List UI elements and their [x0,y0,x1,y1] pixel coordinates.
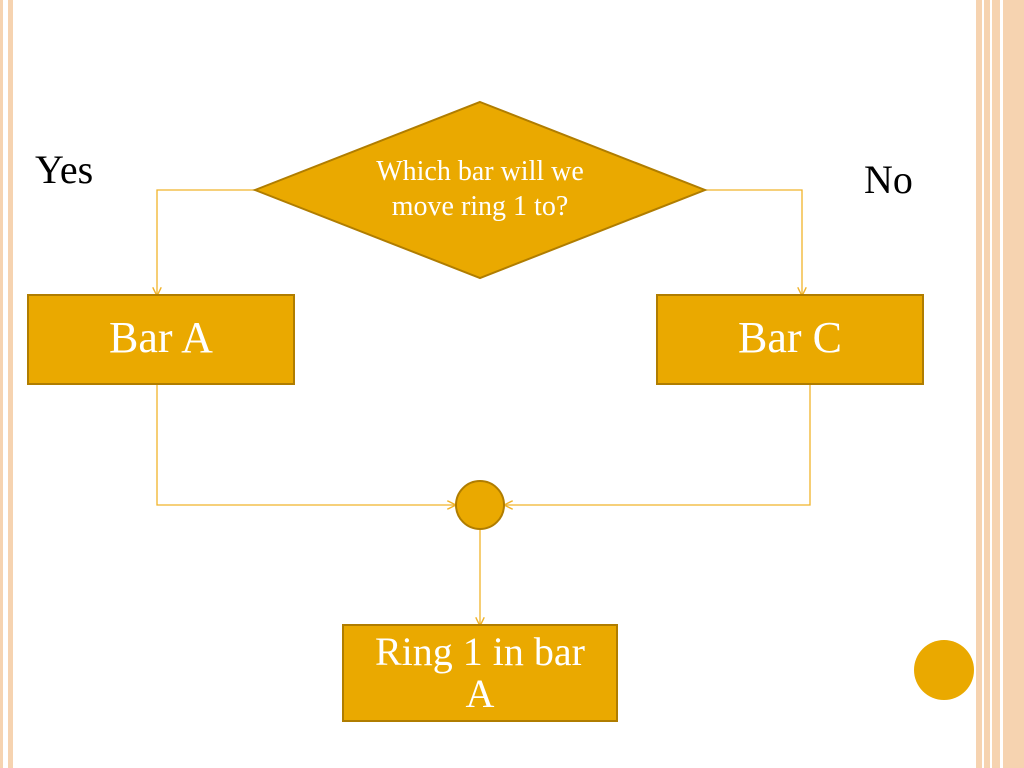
yes-label: Yes [35,147,94,192]
bar-a-box [27,294,295,385]
result-box [342,624,618,722]
decorative-circle [914,640,974,700]
bar-c-box [656,294,924,385]
connector-bar-a-to-merge [156,384,455,505]
merge-node [455,480,505,530]
result-label: Ring 1 in bar A [375,629,585,716]
no-label: No [864,157,913,202]
connector-decision-to-bar-c [705,189,802,295]
decision-text: Which bar will we move ring 1 to? [376,156,584,222]
decision-diamond [252,100,708,280]
bar-a-label: Bar A [109,313,213,362]
connector-bar-c-to-merge [505,384,811,505]
connector-decision-to-bar-a [157,189,255,295]
left-border-gap [3,0,8,768]
bar-c-label: Bar C [738,313,842,362]
right-decorative-border [976,0,1024,768]
